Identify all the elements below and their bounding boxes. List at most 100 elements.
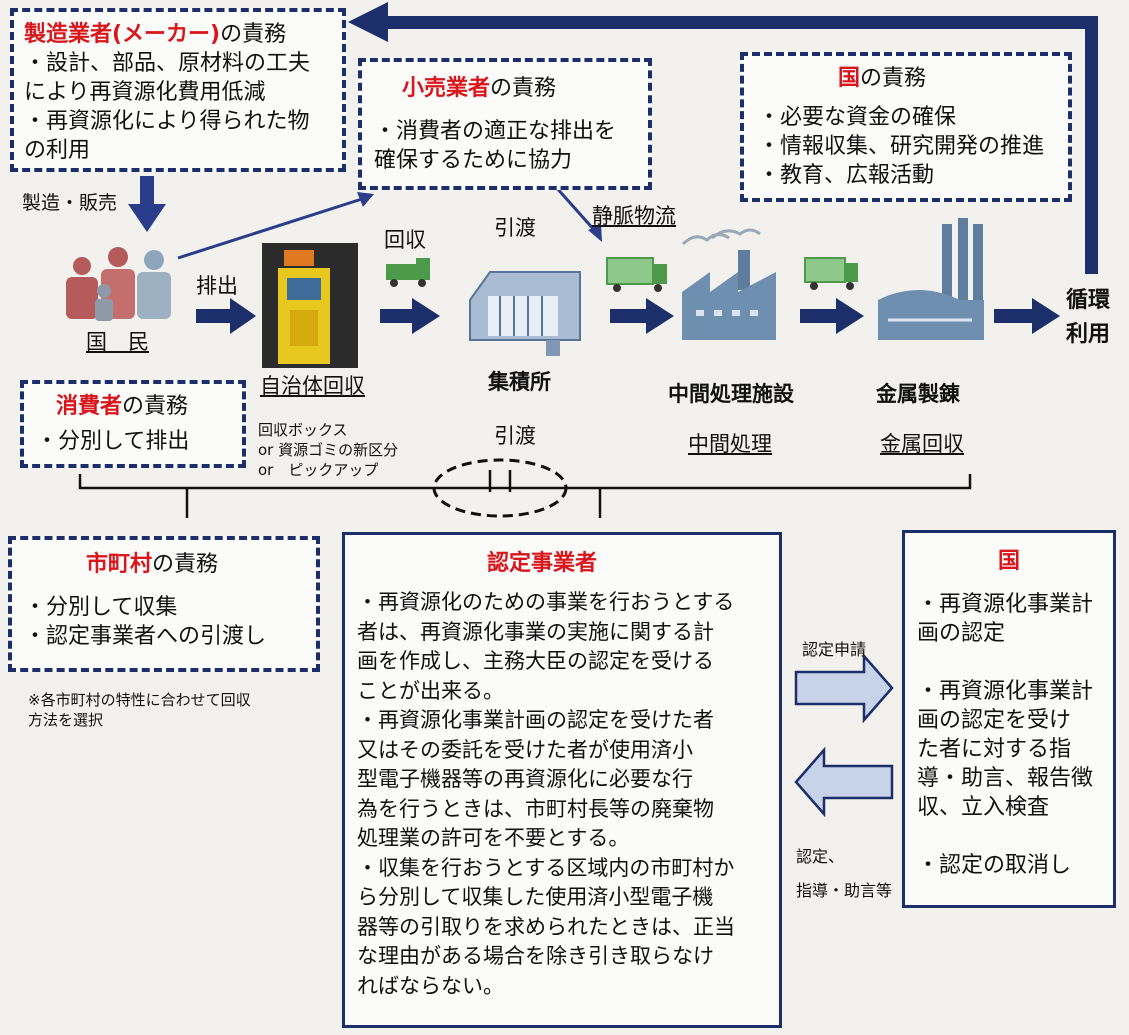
manufacturer-duties-list: ・設計、部品、原材料の工夫 により再資源化費用低減 ・再資源化により得られた物 … bbox=[24, 49, 332, 165]
country-authority-list: ・再資源化事業計 画の認定 ・再資源化事業計 画の認定を受け た者に対する指 導… bbox=[917, 590, 1101, 880]
duty-line: ・収集を行おうとする区域内の市町村か bbox=[357, 855, 735, 880]
duty-line bbox=[917, 822, 1101, 851]
note-line: ※各市町村の特性に合わせて回収 bbox=[28, 691, 251, 709]
duty-line: 者は、再資源化事業の実施に関する計 bbox=[357, 619, 714, 644]
truck-icon-1 bbox=[386, 258, 430, 287]
duty-line: により再資源化費用低減 bbox=[24, 80, 266, 105]
duty-line: 導・助言、報告徴 bbox=[917, 766, 1094, 791]
certification-guidance-label: 認定、 指導・助言等 bbox=[796, 840, 892, 908]
duty-line: ・情報収集、研究開発の推進 bbox=[758, 134, 1045, 159]
manufacturer-duties-box: 製造業者(メーカー)の責務 ・設計、部品、原材料の工夫 により再資源化費用低減 … bbox=[10, 8, 346, 172]
duty-line: ・必要な資金の確保 bbox=[758, 105, 957, 130]
municipal-collection-label: 自治体回収 bbox=[260, 374, 365, 398]
duty-line: ・認定の取消し bbox=[917, 853, 1072, 878]
retailer-duties-list: ・消費者の適正な排出を 確保するために協力 bbox=[374, 117, 636, 175]
country-duties-title: 国の責務 bbox=[838, 66, 927, 91]
recycling-use-label: 循環 利用 bbox=[1066, 284, 1110, 352]
collection-point-icon bbox=[469, 271, 581, 356]
duty-line: 画の認定 bbox=[917, 621, 1006, 646]
handover-label-top: 引渡 bbox=[494, 216, 536, 240]
application-arrow bbox=[794, 652, 894, 724]
handover-label-bottom: 引渡 bbox=[494, 424, 536, 448]
duty-line: 又はその委託を受けた者が使用済小 bbox=[357, 737, 693, 762]
intermediate-facility-icon bbox=[681, 228, 776, 340]
duty-line: ・再資源化事業計画の認定を受けた者 bbox=[357, 708, 714, 732]
metal-recovery-label: 金属回収 bbox=[880, 432, 964, 456]
duty-line: ・教育、広報活動 bbox=[758, 163, 935, 188]
municipality-duties-box: 市町村の責務 ・分別して収集 ・認定事業者への引渡し bbox=[8, 536, 320, 672]
guidance-line: 認定、 bbox=[796, 847, 845, 866]
intermediate-facility-label: 中間処理施設 bbox=[668, 382, 794, 406]
duty-line: ・認定事業者への引渡し bbox=[24, 624, 267, 649]
guidance-line: 指導・助言等 bbox=[796, 881, 893, 900]
duty-line: ことが出来る。 bbox=[357, 678, 504, 703]
duty-line: ら分別して収集した使用済小型電子機 bbox=[357, 885, 714, 909]
consumer-duties-list: ・分別して排出 bbox=[36, 427, 230, 456]
duty-line: 画の認定を受け bbox=[917, 708, 1072, 733]
certification-application-label: 認定申請 bbox=[802, 640, 867, 659]
duty-line: 確保するために協力 bbox=[374, 148, 573, 173]
duty-line: た者に対する指 bbox=[917, 737, 1072, 762]
consumer-duties-box: 消費者の責務 ・分別して排出 bbox=[20, 380, 246, 468]
duty-line: ればならない。 bbox=[357, 973, 504, 998]
country-duties-box: 国の責務 ・必要な資金の確保 ・情報収集、研究開発の推進 ・教育、広報活動 bbox=[740, 52, 1072, 202]
duty-line: ・分別して収集 bbox=[24, 595, 178, 620]
flow-arrows bbox=[196, 298, 1060, 334]
return-arrow bbox=[348, 2, 1098, 274]
duty-line: ・設計、部品、原材料の工夫 bbox=[24, 51, 311, 76]
duty-line: ・再資源化のための事業を行おうとする bbox=[357, 590, 735, 614]
duty-line: 器等の引取りを求められたときは、正当 bbox=[357, 914, 735, 939]
certification-arrow bbox=[794, 746, 894, 818]
duty-line: ・再資源化により得られた物 bbox=[24, 109, 310, 134]
duty-line: ・分別して排出 bbox=[36, 429, 190, 454]
option-line: or ピックアップ bbox=[258, 461, 379, 479]
smelter-icon bbox=[878, 218, 984, 340]
collection-box-photo bbox=[262, 243, 358, 368]
duty-line: ・消費者の適正な排出を bbox=[374, 119, 617, 144]
smelting-label: 金属製錬 bbox=[876, 382, 960, 406]
logistics-link-line bbox=[553, 185, 602, 242]
duty-line: ・再資源化事業計 bbox=[917, 592, 1094, 617]
discharge-label: 排出 bbox=[196, 274, 238, 298]
manufacture-sale-label: 製造・販売 bbox=[22, 192, 118, 214]
option-line: 回収ボックス bbox=[258, 421, 348, 439]
municipality-title: 市町村の責務 bbox=[86, 552, 219, 577]
responsibility-brace bbox=[78, 458, 972, 518]
collection-method-options: 回収ボックス or 資源ゴミの新区分 or ピックアップ bbox=[258, 420, 398, 480]
duty-line: 画を作成し、主務大臣の認定を受ける bbox=[357, 649, 714, 673]
country-authority-title: 国 bbox=[997, 549, 1020, 574]
certified-operator-list: ・再資源化のための事業を行おうとする 者は、再資源化事業の実施に関する計 画を作… bbox=[357, 588, 767, 1001]
truck-icon-2 bbox=[606, 257, 667, 292]
note-line: 方法を選択 bbox=[28, 711, 104, 729]
duty-line: の利用 bbox=[24, 138, 91, 163]
collection-label: 回収 bbox=[384, 228, 426, 252]
duty-line: ・再資源化事業計 bbox=[917, 679, 1094, 704]
intermediate-processing-label: 中間処理 bbox=[688, 432, 772, 456]
option-line: or 資源ゴミの新区分 bbox=[258, 441, 399, 459]
municipality-duties-list: ・分別して収集 ・認定事業者への引渡し bbox=[24, 593, 304, 651]
recycling-use-line: 循環 bbox=[1066, 288, 1111, 313]
duty-line: な理由がある場合を除き引き取らなけ bbox=[357, 944, 714, 968]
duty-line bbox=[917, 648, 1101, 677]
country-duties-list: ・必要な資金の確保 ・情報収集、研究開発の推進 ・教育、広報活動 bbox=[758, 103, 1054, 190]
reverse-logistics-label: 静脈物流 bbox=[592, 204, 676, 228]
certified-operator-box: 認定事業者 ・再資源化のための事業を行おうとする 者は、再資源化事業の実施に関す… bbox=[342, 532, 782, 1028]
manufacture-sale-arrow bbox=[128, 176, 166, 232]
retailer-duties-box: 小売業者の責務 ・消費者の適正な排出を 確保するために協力 bbox=[358, 58, 652, 190]
retailer-link-line bbox=[177, 192, 374, 260]
truck-icon-3 bbox=[804, 257, 858, 290]
collection-point-label: 集積所 bbox=[488, 370, 551, 394]
retailer-title: 小売業者の責務 bbox=[402, 76, 557, 101]
country-authority-box: 国 ・再資源化事業計 画の認定 ・再資源化事業計 画の認定を受け た者に対する指… bbox=[902, 530, 1116, 908]
municipality-note: ※各市町村の特性に合わせて回収 方法を選択 bbox=[28, 690, 251, 730]
duty-line: 為を行うときは、市町村長等の廃棄物 bbox=[357, 796, 714, 821]
consumer-title: 消費者の責務 bbox=[56, 394, 189, 419]
duty-line: 収、立入検査 bbox=[917, 795, 1050, 820]
recycling-use-line: 利用 bbox=[1066, 322, 1111, 347]
duty-line: 型電子機器等の再資源化に必要な行 bbox=[357, 767, 693, 791]
manufacturer-title: 製造業者(メーカー)の責務 bbox=[24, 22, 287, 47]
duty-line: 処理業の許可を不要とする。 bbox=[357, 826, 630, 850]
citizens-icon bbox=[66, 247, 171, 321]
citizens-label: 国 民 bbox=[86, 330, 149, 354]
